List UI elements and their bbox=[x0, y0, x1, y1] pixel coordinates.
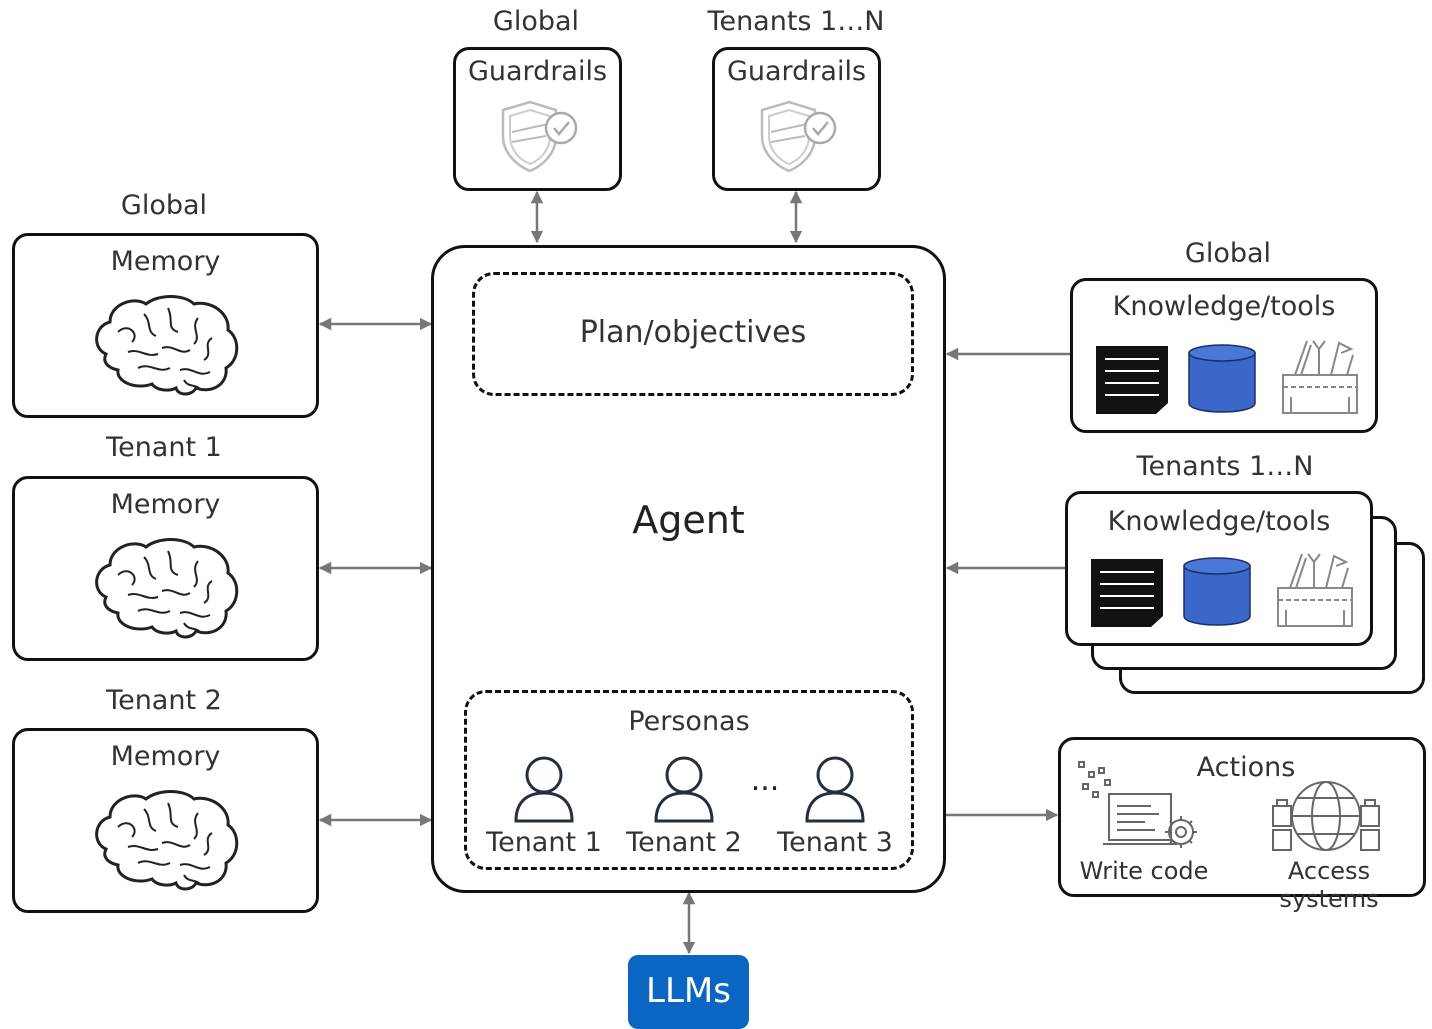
memory-tenant2-box: Memory bbox=[12, 728, 319, 913]
memory-tenant1-title: Memory bbox=[110, 489, 221, 520]
write-code-icon bbox=[1078, 761, 1197, 848]
persona-icon bbox=[514, 756, 574, 823]
llm-box: LLMs bbox=[628, 955, 749, 1029]
actions-title: Actions bbox=[1196, 752, 1296, 783]
knowledge-tenants-scope-label: Tenants 1…N bbox=[1136, 451, 1314, 482]
personas-ellipsis: ... bbox=[750, 763, 780, 798]
guardrails-tenants-title: Guardrails bbox=[726, 56, 867, 87]
knowledge-tenants-box: Knowledge/tools bbox=[1065, 491, 1373, 646]
memory-global-scope-label: Global bbox=[120, 190, 208, 221]
memory-tenant2-scope-label: Tenant 2 bbox=[106, 685, 222, 716]
memory-tenant1-box: Memory bbox=[12, 476, 319, 661]
memory-global-title: Memory bbox=[110, 246, 221, 277]
llm-label: LLMs bbox=[646, 971, 731, 1011]
knowledge-global-title: Knowledge/tools bbox=[1112, 291, 1336, 322]
brain-icon bbox=[95, 295, 239, 396]
access-systems-icon bbox=[1272, 781, 1380, 851]
action-write-code-label: Write code bbox=[1079, 857, 1209, 885]
persona-label: Tenant 3 bbox=[777, 827, 893, 858]
knowledge-global-box: Knowledge/tools bbox=[1070, 278, 1378, 433]
personas-title: Personas bbox=[628, 706, 750, 737]
guardrails-tenants-box: Guardrails bbox=[712, 47, 881, 191]
personas-region: Personas Tenant 1 Tenant 2 ... Tenant 3 bbox=[464, 690, 914, 870]
database-icon bbox=[1188, 344, 1256, 413]
persona-icon bbox=[654, 756, 714, 823]
persona-icon bbox=[805, 756, 865, 823]
memory-tenant1-scope-label: Tenant 1 bbox=[106, 432, 222, 463]
toolbox-icon bbox=[1282, 340, 1358, 414]
action-access-systems-label: Access systems bbox=[1279, 857, 1379, 913]
persona-label: Tenant 1 bbox=[486, 827, 602, 858]
actions-box: Actions Write code Access systems bbox=[1058, 737, 1426, 913]
agent-title: Agent bbox=[632, 498, 745, 542]
database-icon bbox=[1183, 557, 1251, 626]
document-icon bbox=[1096, 346, 1168, 414]
shield-check-icon bbox=[501, 100, 578, 173]
shield-check-icon bbox=[760, 100, 837, 173]
toolbox-icon bbox=[1277, 553, 1353, 627]
plan-objectives-region: Plan/objectives bbox=[472, 272, 914, 396]
knowledge-tenants-title: Knowledge/tools bbox=[1107, 506, 1331, 537]
memory-global-box: Memory bbox=[12, 233, 319, 418]
knowledge-global-scope-label: Global bbox=[1184, 238, 1272, 269]
guardrails-global-title: Guardrails bbox=[467, 56, 608, 87]
document-icon bbox=[1091, 559, 1163, 627]
guardrails-global-scope-label: Global bbox=[492, 6, 580, 37]
memory-tenant2-title: Memory bbox=[110, 741, 221, 772]
brain-icon bbox=[95, 538, 239, 639]
agent-box: Plan/objectives Agent Personas Tenant 1 … bbox=[431, 245, 946, 893]
guardrails-tenants-scope-label: Tenants 1…N bbox=[707, 6, 885, 37]
persona-label: Tenant 2 bbox=[626, 827, 742, 858]
brain-icon bbox=[95, 790, 239, 891]
plan-objectives-label: Plan/objectives bbox=[579, 315, 807, 350]
guardrails-global-box: Guardrails bbox=[453, 47, 622, 191]
